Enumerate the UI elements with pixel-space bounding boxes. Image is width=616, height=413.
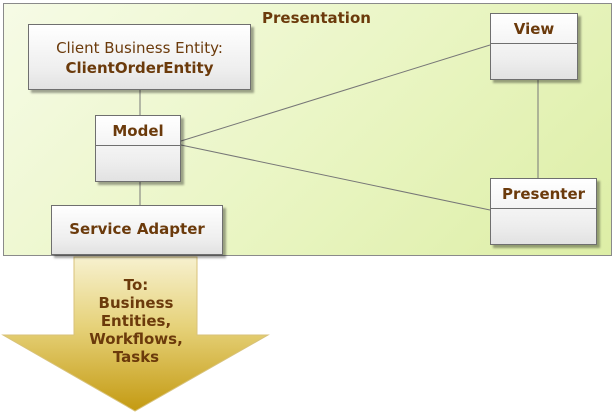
line-model-presenter xyxy=(180,144,491,211)
client-business-entity-box: Client Business Entity: ClientOrderEntit… xyxy=(28,24,251,90)
line-model-view xyxy=(180,44,491,142)
presenter-label: Presenter xyxy=(491,179,596,209)
model-label: Model xyxy=(96,116,180,146)
arrow-label-line: Business xyxy=(98,294,174,312)
arrow-label-line: Tasks xyxy=(112,348,160,366)
model-box: Model xyxy=(95,115,181,182)
frame-title: Presentation xyxy=(262,9,371,27)
arrow-label: To: Business Entities, Workflows, Tasks xyxy=(74,276,198,366)
arrow-label-line: Entities, xyxy=(100,312,172,330)
view-box: View xyxy=(490,13,578,80)
entity-name-label: ClientOrderEntity xyxy=(65,59,214,77)
entity-type-label: Client Business Entity: xyxy=(56,39,223,57)
arrow-label-line: To: xyxy=(123,276,149,294)
arrow-label-line: Workflows, xyxy=(89,330,183,348)
service-adapter-box: Service Adapter xyxy=(51,205,223,255)
presenter-box: Presenter xyxy=(490,178,597,245)
down-arrow xyxy=(1,256,270,412)
service-adapter-label: Service Adapter xyxy=(69,220,205,238)
view-label: View xyxy=(491,14,577,44)
